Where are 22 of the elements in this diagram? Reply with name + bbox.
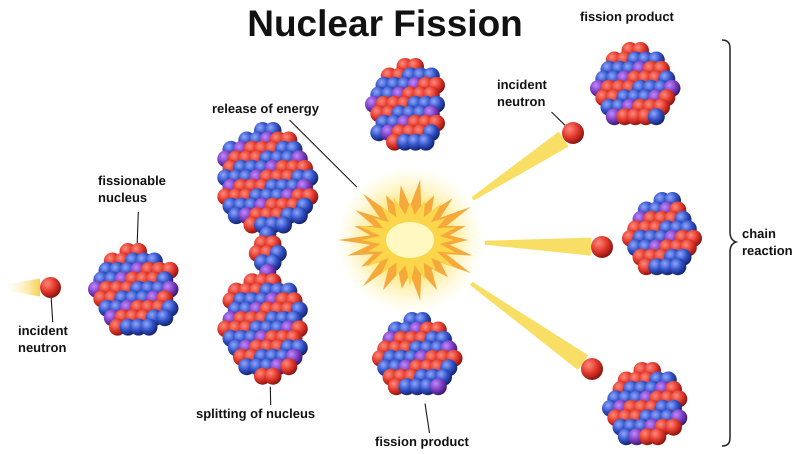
leader-line bbox=[50, 298, 54, 322]
part-label: fissionable nucleus bbox=[98, 172, 180, 212]
leader-line bbox=[270, 386, 272, 406]
part-label: fission product bbox=[580, 8, 675, 25]
leader-line bbox=[136, 212, 139, 244]
neutron-trail bbox=[470, 282, 588, 370]
part-label: release of energy bbox=[212, 100, 347, 120]
part-label: incident neutron bbox=[18, 322, 90, 362]
neutron-ball bbox=[562, 122, 584, 144]
part-label: splitting of nucleus bbox=[196, 405, 346, 427]
leader-line bbox=[424, 403, 430, 434]
part-label: fission product bbox=[375, 433, 487, 453]
neutron-trail bbox=[484, 238, 592, 256]
part-label: chain reaction bbox=[742, 225, 794, 259]
neutron-ball bbox=[581, 358, 603, 380]
leader-line bbox=[551, 112, 566, 126]
part-label: incident neutron bbox=[497, 76, 569, 112]
neutron-ball bbox=[591, 236, 613, 258]
leader-line bbox=[289, 120, 358, 188]
neutron-ball bbox=[40, 277, 61, 298]
title: Nuclear Fission bbox=[246, 2, 524, 46]
neutron-trail bbox=[472, 132, 569, 201]
